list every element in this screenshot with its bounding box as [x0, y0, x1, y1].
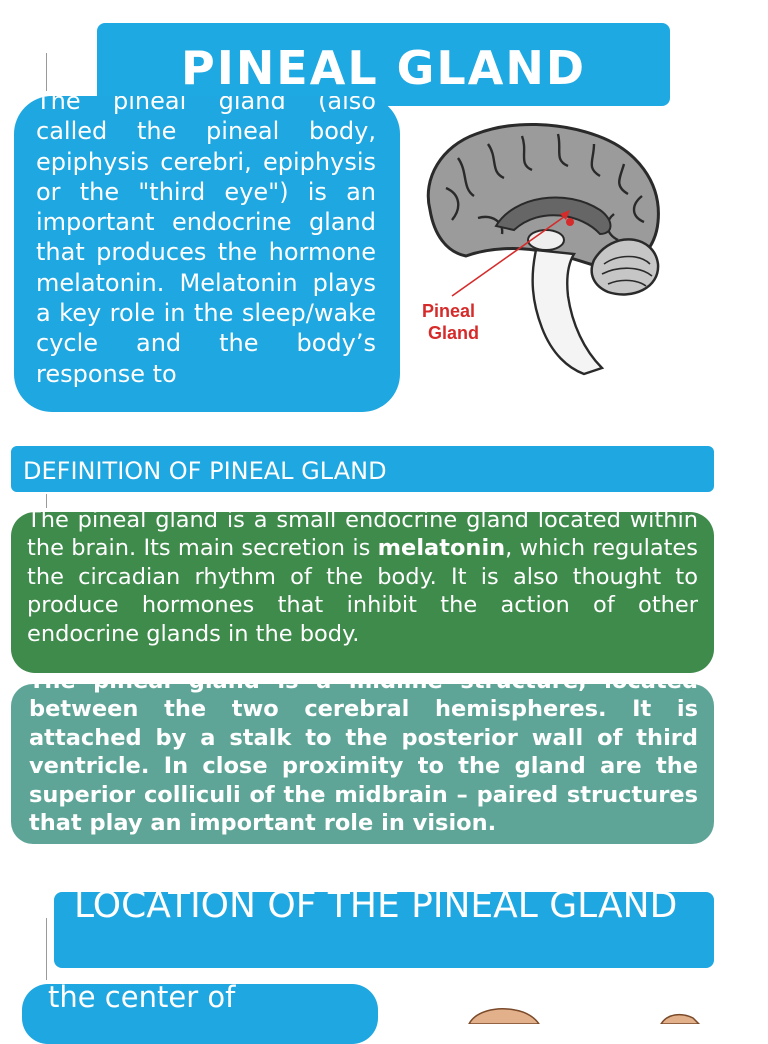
- definition-heading: DEFINITION OF PINEAL GLAND: [11, 446, 714, 492]
- pineal-gland-marker: [566, 218, 574, 226]
- divider-line: [46, 494, 47, 508]
- definition-paragraph: The pineal gland is a small endocrine gl…: [27, 512, 698, 648]
- cerebellum: [590, 238, 660, 296]
- definition-text-end: , which regulates the circadian rhythm o…: [27, 535, 698, 647]
- brain-stem: [531, 248, 605, 376]
- pineal-label-line1: Pineal: [422, 301, 475, 321]
- midline-text-box: The pineal gland is a midline structure,…: [11, 684, 714, 844]
- thalamus: [527, 229, 565, 251]
- intro-paragraph: The pineal gland (also called the pineal…: [36, 96, 376, 388]
- location-text-box: It is located near to the center of: [22, 984, 378, 1044]
- location-heading-text: LOCATION OF THE PINEAL GLAND: [74, 892, 678, 926]
- page-title: PINEAL GLAND: [97, 23, 670, 106]
- arrow-head-icon: [560, 210, 570, 220]
- midline-paragraph: The pineal gland is a midline structure,…: [29, 684, 698, 837]
- intro-text-box: The pineal gland (also called the pineal…: [14, 96, 400, 412]
- brain-sagittal-illustration: Pineal Gland: [422, 123, 660, 376]
- definition-text-start: The pineal gland is a small endocrine gl…: [27, 512, 698, 562]
- location-paragraph: It is located near to the center of: [48, 984, 236, 1014]
- divider-line: [46, 53, 47, 91]
- location-heading: LOCATION OF THE PINEAL GLAND: [54, 892, 714, 968]
- cerebellum-folds: [601, 255, 653, 287]
- corpus-callosum: [494, 196, 612, 236]
- pointer-arrow: [451, 213, 569, 297]
- pineal-label-line2: Gland: [428, 323, 479, 343]
- definition-melatonin: melatonin: [377, 535, 506, 562]
- definition-text-box: The pineal gland is a small endocrine gl…: [11, 512, 714, 673]
- gyri-lines: [445, 133, 645, 242]
- divider-line: [46, 918, 47, 980]
- brain-illustration-partial: [468, 1008, 701, 1024]
